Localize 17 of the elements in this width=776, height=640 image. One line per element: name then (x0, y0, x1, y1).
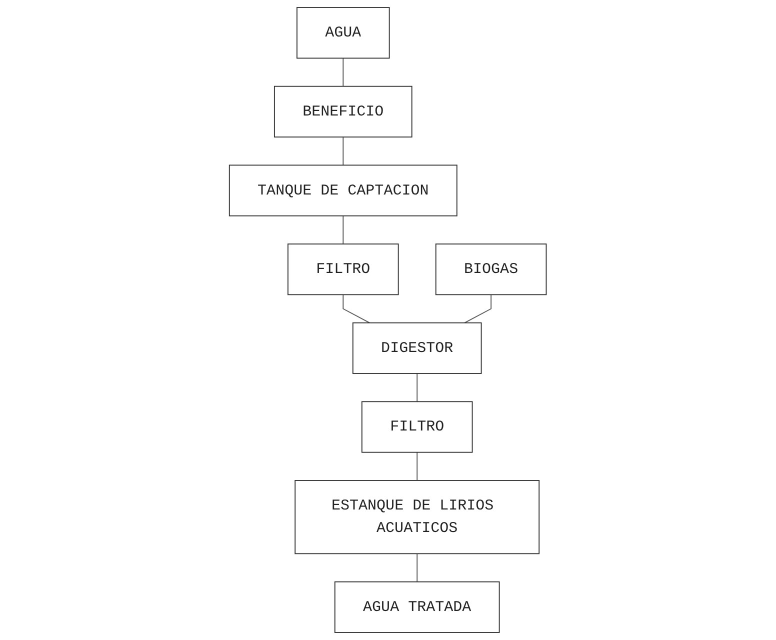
node-box: ESTANQUE DE LIRIOS ACUATICOS (294, 480, 540, 554)
node-box: FILTRO (362, 401, 473, 453)
connector (342, 136, 344, 166)
node-box: DIGESTOR (352, 322, 482, 374)
connector (416, 452, 418, 481)
connector (342, 58, 344, 87)
connector (342, 215, 344, 244)
connector (342, 294, 370, 324)
node-box: FILTRO (288, 244, 399, 296)
node-box: AGUA TRATADA (334, 581, 500, 633)
connector (416, 373, 418, 402)
node-box: AGUA (296, 7, 390, 59)
connector (416, 553, 418, 582)
node-box: BENEFICIO (274, 86, 412, 138)
node-box: BIOGAS (436, 244, 547, 296)
node-box: TANQUE DE CAPTACION (229, 164, 458, 216)
connector (464, 294, 492, 324)
